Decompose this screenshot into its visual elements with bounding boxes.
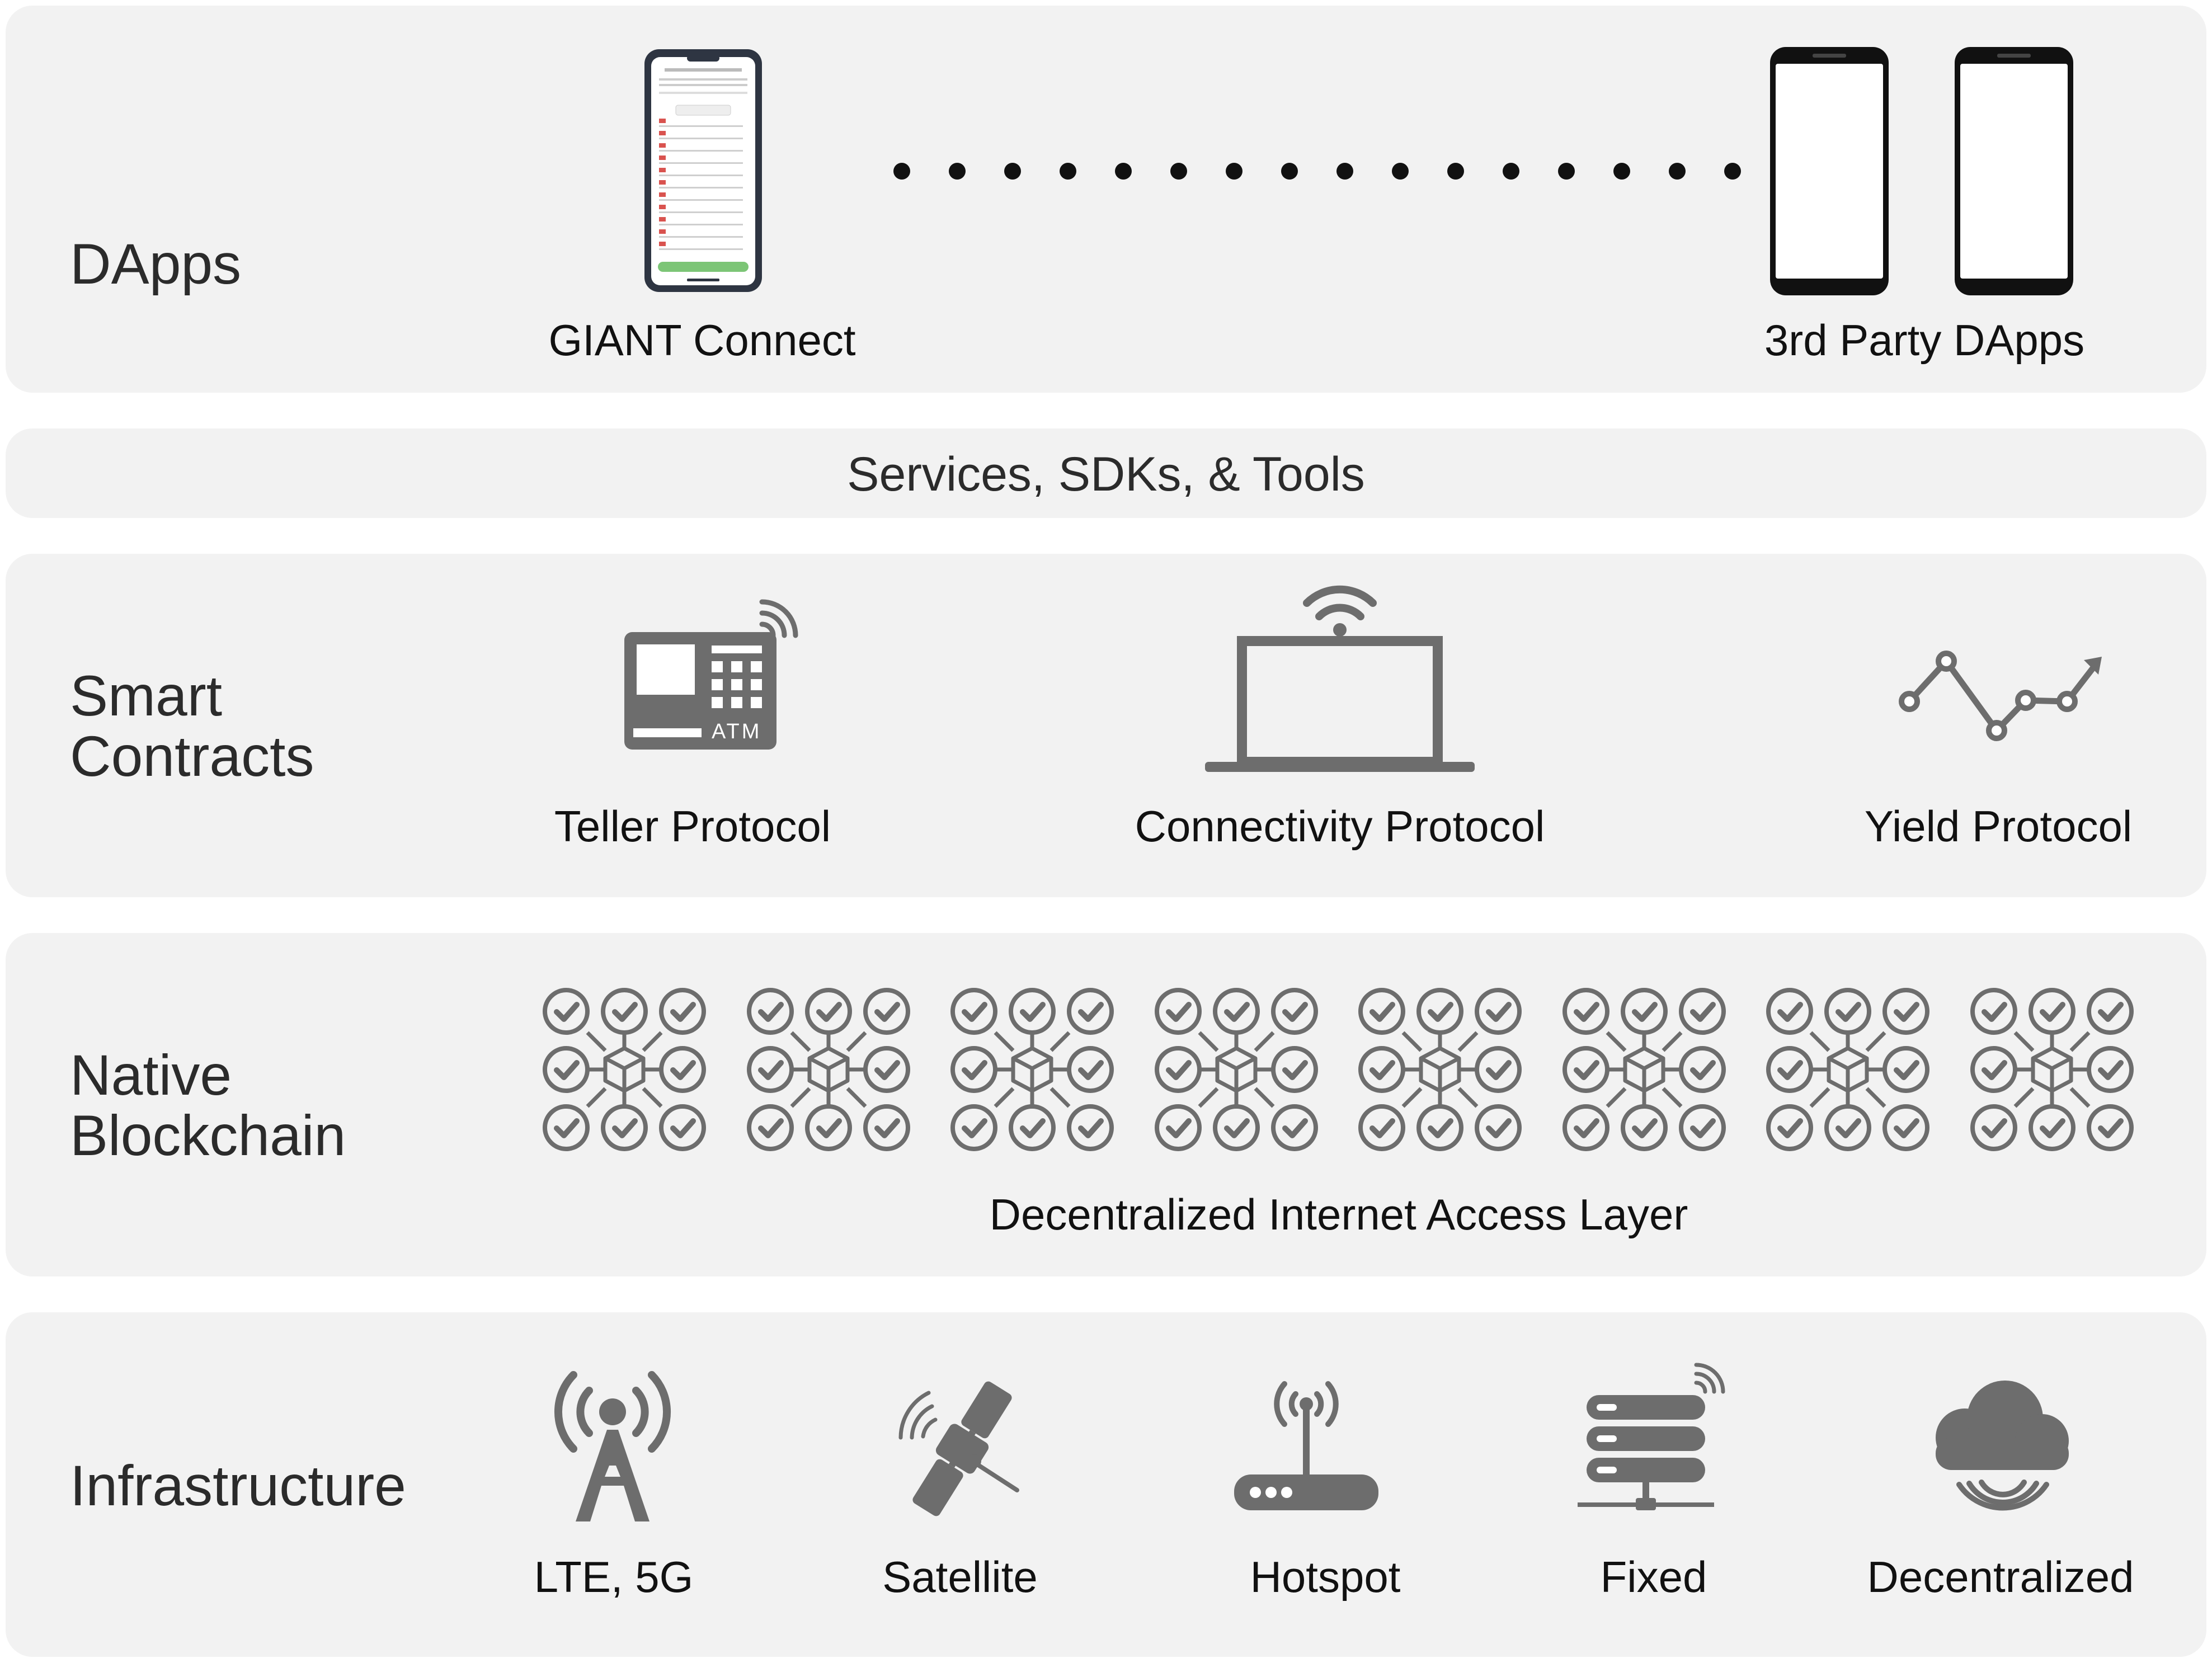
atm-icon: ATM bbox=[622, 593, 812, 755]
blockchain-node-cluster-icon bbox=[950, 988, 1114, 1151]
smartphone-app-icon bbox=[642, 47, 764, 294]
decentralized-label: Decentralized bbox=[1867, 1552, 2134, 1601]
connector-dot bbox=[949, 163, 966, 180]
giant-connect-label: GIANT Connect bbox=[548, 315, 856, 365]
laptop-wifi-icon bbox=[1203, 571, 1477, 778]
connector-dot bbox=[1060, 163, 1076, 180]
services-label: Services, SDKs, & Tools bbox=[847, 447, 1365, 501]
infrastructure-label: Infrastructure bbox=[70, 1454, 406, 1518]
smartphones-icon bbox=[1768, 45, 2081, 298]
connector-dot bbox=[1226, 163, 1243, 180]
connector-dot bbox=[1447, 163, 1464, 180]
hotspot-label: Hotspot bbox=[1250, 1552, 1401, 1601]
services-layer bbox=[6, 428, 2206, 518]
satellite-label: Satellite bbox=[882, 1552, 1038, 1601]
blockchain-node-cluster-icon bbox=[1970, 988, 2134, 1151]
native-blockchain-label-line2: Blockchain bbox=[70, 1104, 346, 1167]
third-party-dapps-label: 3rd Party DApps bbox=[1764, 315, 2085, 365]
blockchain-node-cluster-icon bbox=[1562, 988, 1726, 1151]
dapps-label: DApps bbox=[70, 232, 242, 296]
router-icon bbox=[1231, 1376, 1382, 1516]
blockchain-node-clusters bbox=[540, 986, 2140, 1153]
native-blockchain-label-line1: Native bbox=[70, 1043, 232, 1107]
connector-dot bbox=[1613, 163, 1630, 180]
connector-dot bbox=[1503, 163, 1519, 180]
dotted-connector bbox=[889, 162, 1751, 185]
connector-dot bbox=[1281, 163, 1298, 180]
connector-dot bbox=[893, 163, 910, 180]
blockchain-node-cluster-icon bbox=[543, 988, 706, 1151]
connector-dot bbox=[1170, 163, 1187, 180]
connector-dot bbox=[1392, 163, 1409, 180]
blockchain-node-cluster-icon bbox=[1358, 988, 1522, 1151]
yield-chart-icon bbox=[1894, 649, 2106, 750]
satellite-icon bbox=[884, 1370, 1041, 1527]
smart-contracts-label: Smart Contracts bbox=[70, 666, 314, 786]
blockchain-node-cluster-icon bbox=[1154, 988, 1318, 1151]
infrastructure-layer bbox=[6, 1312, 2206, 1657]
fixed-label: Fixed bbox=[1600, 1552, 1707, 1601]
teller-protocol-label: Teller Protocol bbox=[554, 802, 831, 851]
blockchain-node-cluster-icon bbox=[746, 988, 910, 1151]
cloud-icon bbox=[1924, 1376, 2081, 1521]
connector-dot bbox=[1336, 163, 1353, 180]
connector-dot bbox=[1558, 163, 1575, 180]
smart-contracts-layer bbox=[6, 554, 2206, 897]
smart-contracts-label-line1: Smart bbox=[70, 664, 223, 728]
decentralized-internet-access-layer-label: Decentralized Internet Access Layer bbox=[989, 1190, 1688, 1239]
connector-dot bbox=[1669, 163, 1686, 180]
smart-contracts-label-line2: Contracts bbox=[70, 724, 314, 788]
atm-text: ATM bbox=[712, 720, 761, 743]
connector-dot bbox=[1724, 163, 1741, 180]
lte-5g-label: LTE, 5G bbox=[534, 1552, 694, 1601]
cell-tower-icon bbox=[551, 1365, 674, 1527]
yield-protocol-label: Yield Protocol bbox=[1864, 802, 2133, 851]
server-icon bbox=[1575, 1363, 1738, 1521]
connector-dot bbox=[1004, 163, 1021, 180]
connector-dot bbox=[1115, 163, 1132, 180]
blockchain-node-cluster-icon bbox=[1766, 988, 1929, 1151]
connectivity-protocol-label: Connectivity Protocol bbox=[1135, 802, 1545, 851]
native-blockchain-label: Native Blockchain bbox=[70, 1045, 346, 1166]
